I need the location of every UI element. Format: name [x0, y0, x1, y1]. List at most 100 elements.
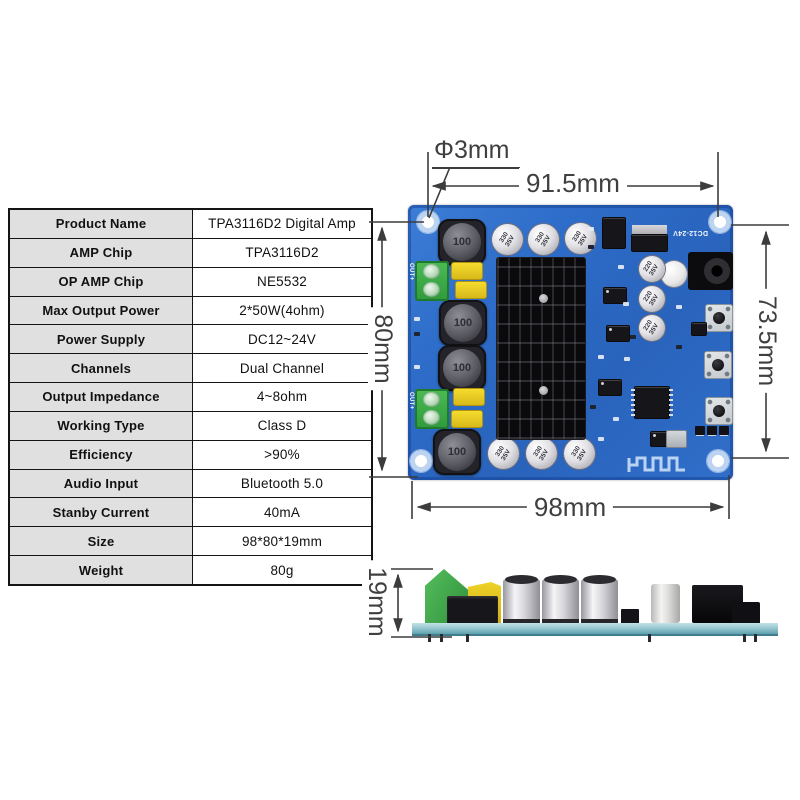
bluetooth-antenna [627, 456, 685, 472]
dimension-hole-diameter: Φ3mm [432, 136, 520, 169]
row-value: TPA3116D2 [193, 238, 371, 267]
row-value: Bluetooth 5.0 [193, 469, 371, 498]
sot23-transistor [695, 426, 705, 435]
ic-pins [669, 389, 673, 416]
silkscreen-out-label: OUT+ [408, 392, 414, 410]
speaker-terminal-block [415, 389, 449, 429]
dc-jack-barrel [704, 258, 730, 284]
capacitor-small-white [661, 261, 687, 287]
dimension-top-width: 91.5mm [519, 168, 627, 199]
mounting-hole-bottom-right [707, 450, 729, 472]
row-label: Channels [10, 354, 192, 383]
smd-pad [623, 302, 629, 306]
inductor-label: 100 [447, 446, 467, 458]
silkscreen-dc-label: DC12-24V [672, 229, 708, 236]
inductor-label: 100 [453, 317, 473, 329]
sot23-transistor [719, 426, 729, 435]
tactile-button[interactable] [705, 397, 733, 425]
row-label: AMP Chip [10, 238, 192, 267]
pin [648, 634, 651, 642]
row-label: Stanby Current [10, 498, 192, 527]
side-capacitor [503, 575, 540, 625]
dimension-right-height: 73.5mm [752, 288, 781, 394]
dimension-left-height: 80mm [368, 307, 397, 391]
sot-transistor [692, 323, 706, 335]
smd-pad [624, 357, 630, 361]
row-value: 98*80*19mm [193, 527, 371, 556]
bluetooth-ic [631, 387, 673, 418]
inductor-label: 100 [452, 362, 472, 374]
row-label: Power Supply [10, 325, 192, 354]
row-label: Output Impedance [10, 383, 192, 411]
row-label: Audio Input [10, 469, 192, 498]
smd-pad [618, 265, 624, 269]
row-value: DC12~24V [193, 325, 371, 354]
smd-pad [613, 417, 619, 421]
smd-component [414, 332, 420, 336]
row-value: Class D [193, 411, 371, 440]
soic8-ic [651, 432, 668, 446]
row-label: Product Name [10, 210, 192, 238]
smd-component [588, 245, 594, 249]
pin [743, 634, 746, 642]
side-white-capacitor [651, 584, 680, 623]
tactile-button[interactable] [705, 304, 733, 332]
film-capacitor [455, 281, 487, 299]
toroid-inductor: 100 [438, 219, 486, 265]
row-value: 40mA [193, 498, 371, 527]
smd-pad [598, 437, 604, 441]
heatsink-screw [539, 386, 548, 395]
dimension-side-thickness: 19mm [362, 560, 391, 644]
silkscreen-out-label: OUT+ [408, 263, 414, 281]
terminal-screw [423, 410, 440, 425]
inductor-core [438, 433, 476, 471]
regulator-tab [632, 225, 667, 235]
side-capacitor [542, 575, 579, 625]
micro-usb-port[interactable] [666, 430, 687, 448]
row-label: Size [10, 527, 192, 556]
soic8-ic [604, 288, 626, 303]
pcb-edge [412, 623, 778, 636]
sot23-transistor [707, 426, 717, 435]
smd-component [676, 345, 682, 349]
pin [466, 634, 469, 642]
dimension-bottom-width: 98mm [526, 492, 614, 523]
pin [754, 634, 757, 642]
soic8-ic [599, 380, 621, 395]
film-capacitor [453, 388, 485, 406]
row-value: >90% [193, 440, 371, 469]
row-value: 2*50W(4ohm) [193, 296, 371, 325]
smd-pad [414, 317, 420, 321]
row-value: 4~8ohm [193, 383, 371, 411]
smd-pad [588, 227, 594, 231]
tactile-button[interactable] [704, 351, 732, 379]
terminal-screw [423, 392, 440, 407]
toroid-inductor: 100 [438, 345, 486, 391]
smd-component [590, 405, 596, 409]
table-row: Efficiency>90% [10, 440, 371, 469]
side-small-component [621, 609, 639, 624]
row-label: Weight [10, 556, 192, 584]
mounting-hole-top-right [709, 211, 731, 233]
heatsink-screw [539, 294, 548, 303]
row-label: Max Output Power [10, 296, 192, 325]
dc-jack [688, 252, 733, 290]
smd-component [630, 335, 636, 339]
side-connector [732, 602, 760, 625]
voltage-regulator [632, 235, 667, 251]
